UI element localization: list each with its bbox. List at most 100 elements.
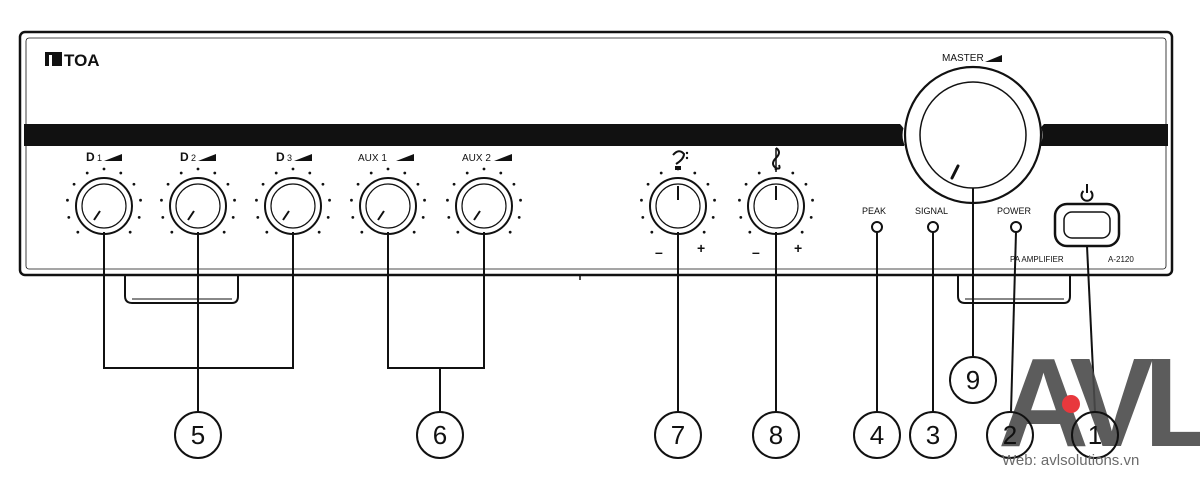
knob-body — [655, 183, 701, 229]
master-volume-knob[interactable] — [902, 65, 1043, 205]
knob-pointer — [377, 210, 385, 221]
mic-3-volume-knob[interactable] — [264, 177, 322, 235]
scale-dot — [739, 216, 743, 219]
scale-dot — [369, 171, 373, 175]
scale-dot — [102, 167, 106, 171]
callout-9: 9 — [949, 356, 997, 404]
knob-ring — [264, 177, 322, 235]
scale-dot — [128, 230, 132, 234]
callout-6: 6 — [416, 411, 464, 459]
groove-band-left — [24, 124, 907, 146]
knob-body — [461, 183, 507, 229]
scale-dot — [179, 171, 183, 175]
knob-body — [753, 183, 799, 229]
scale-dot — [640, 198, 643, 202]
volume-wedge-icon — [396, 154, 414, 161]
scale-dot — [693, 171, 697, 175]
scale-dot — [508, 230, 512, 234]
aux-2-volume-knob[interactable] — [455, 177, 513, 235]
scale-dot — [447, 216, 451, 219]
knob-pointer — [93, 210, 101, 221]
scale-dot — [255, 198, 258, 202]
power-switch-button — [1063, 211, 1111, 239]
callout-circle — [1071, 411, 1119, 459]
power-label: POWER — [997, 206, 1032, 216]
knob-ring — [169, 177, 227, 235]
scale-dot — [170, 230, 174, 234]
model-label: PA AMPLIFIER — [1010, 255, 1064, 264]
scale-dot — [811, 198, 814, 202]
scale-dot — [360, 230, 364, 234]
treble-tone-knob[interactable] — [747, 177, 805, 235]
callout-number: 9 — [966, 365, 980, 395]
callout-number: 8 — [769, 420, 783, 450]
toa-logo-mark-cut — [49, 55, 52, 66]
scale-dot — [465, 171, 469, 175]
scale-dot — [646, 182, 650, 186]
mic-icon: D — [180, 150, 189, 164]
signal-label: SIGNAL — [915, 206, 948, 216]
callout-circle — [416, 411, 464, 459]
volume-wedge-icon — [198, 154, 216, 161]
mic-1-volume-knob[interactable] — [75, 177, 133, 235]
scale-dot — [356, 182, 360, 186]
scale-dot — [72, 182, 76, 186]
avl-watermark-dot — [1062, 395, 1080, 413]
scale-dot — [261, 182, 265, 186]
chassis-outline — [18, 30, 1174, 277]
scale-dot — [412, 230, 416, 234]
scale-dot — [326, 216, 330, 219]
bass-plus-sign: + — [697, 240, 705, 256]
knob-ring — [359, 177, 417, 235]
scale-dot — [804, 182, 808, 186]
peak-indicator: PEAK — [862, 206, 886, 233]
scale-dot — [308, 171, 312, 175]
scale-dot — [132, 182, 136, 186]
scale-dot — [482, 167, 486, 171]
leader-2 — [1010, 231, 1017, 413]
scale-dot — [85, 171, 89, 175]
mic-2-number: 2 — [191, 153, 196, 163]
scale-dot — [446, 198, 449, 202]
callout-1: 1 — [1071, 411, 1119, 459]
callout-number: 6 — [433, 420, 447, 450]
scale-dot — [748, 230, 752, 234]
callout-circle — [986, 411, 1034, 459]
scale-dot — [403, 171, 407, 175]
mic-2-volume-knob[interactable] — [169, 177, 227, 235]
foot-left — [124, 275, 239, 304]
callout-number: 3 — [926, 420, 940, 450]
master-knob-pointer — [950, 164, 960, 180]
scale-dot — [711, 216, 715, 219]
aux-1-text: AUX 1 — [358, 153, 387, 164]
scale-dot — [791, 171, 795, 175]
scale-dot — [161, 216, 165, 219]
scale-dot — [166, 182, 170, 186]
scale-dot — [274, 171, 278, 175]
scale-dot — [291, 167, 295, 171]
knob-pointer — [282, 210, 290, 221]
scale-dot — [317, 230, 321, 234]
power-switch[interactable] — [1053, 202, 1121, 248]
scale-dot — [423, 198, 426, 202]
callout-circle — [909, 411, 957, 459]
mic-1-label: D 1 — [86, 150, 122, 164]
mic-icon: D — [276, 150, 285, 164]
callout-7: 7 — [654, 411, 702, 459]
bass-tone-knob[interactable] — [649, 177, 707, 235]
scale-dot — [160, 198, 163, 202]
toa-logo-mark — [45, 52, 62, 66]
callout-number: 1 — [1088, 420, 1102, 450]
volume-wedge-icon — [494, 154, 512, 161]
callout-circle — [752, 411, 800, 459]
avl-watermark-logo: AVL — [998, 332, 1200, 473]
leader-1 — [1086, 245, 1096, 413]
volume-wedge-icon — [104, 154, 122, 161]
aux-1-volume-knob[interactable] — [359, 177, 417, 235]
peak-label: PEAK — [862, 206, 886, 216]
scale-dot — [659, 171, 663, 175]
power-icon — [1080, 184, 1094, 202]
callout-number: 5 — [191, 420, 205, 450]
scale-dot — [196, 167, 200, 171]
